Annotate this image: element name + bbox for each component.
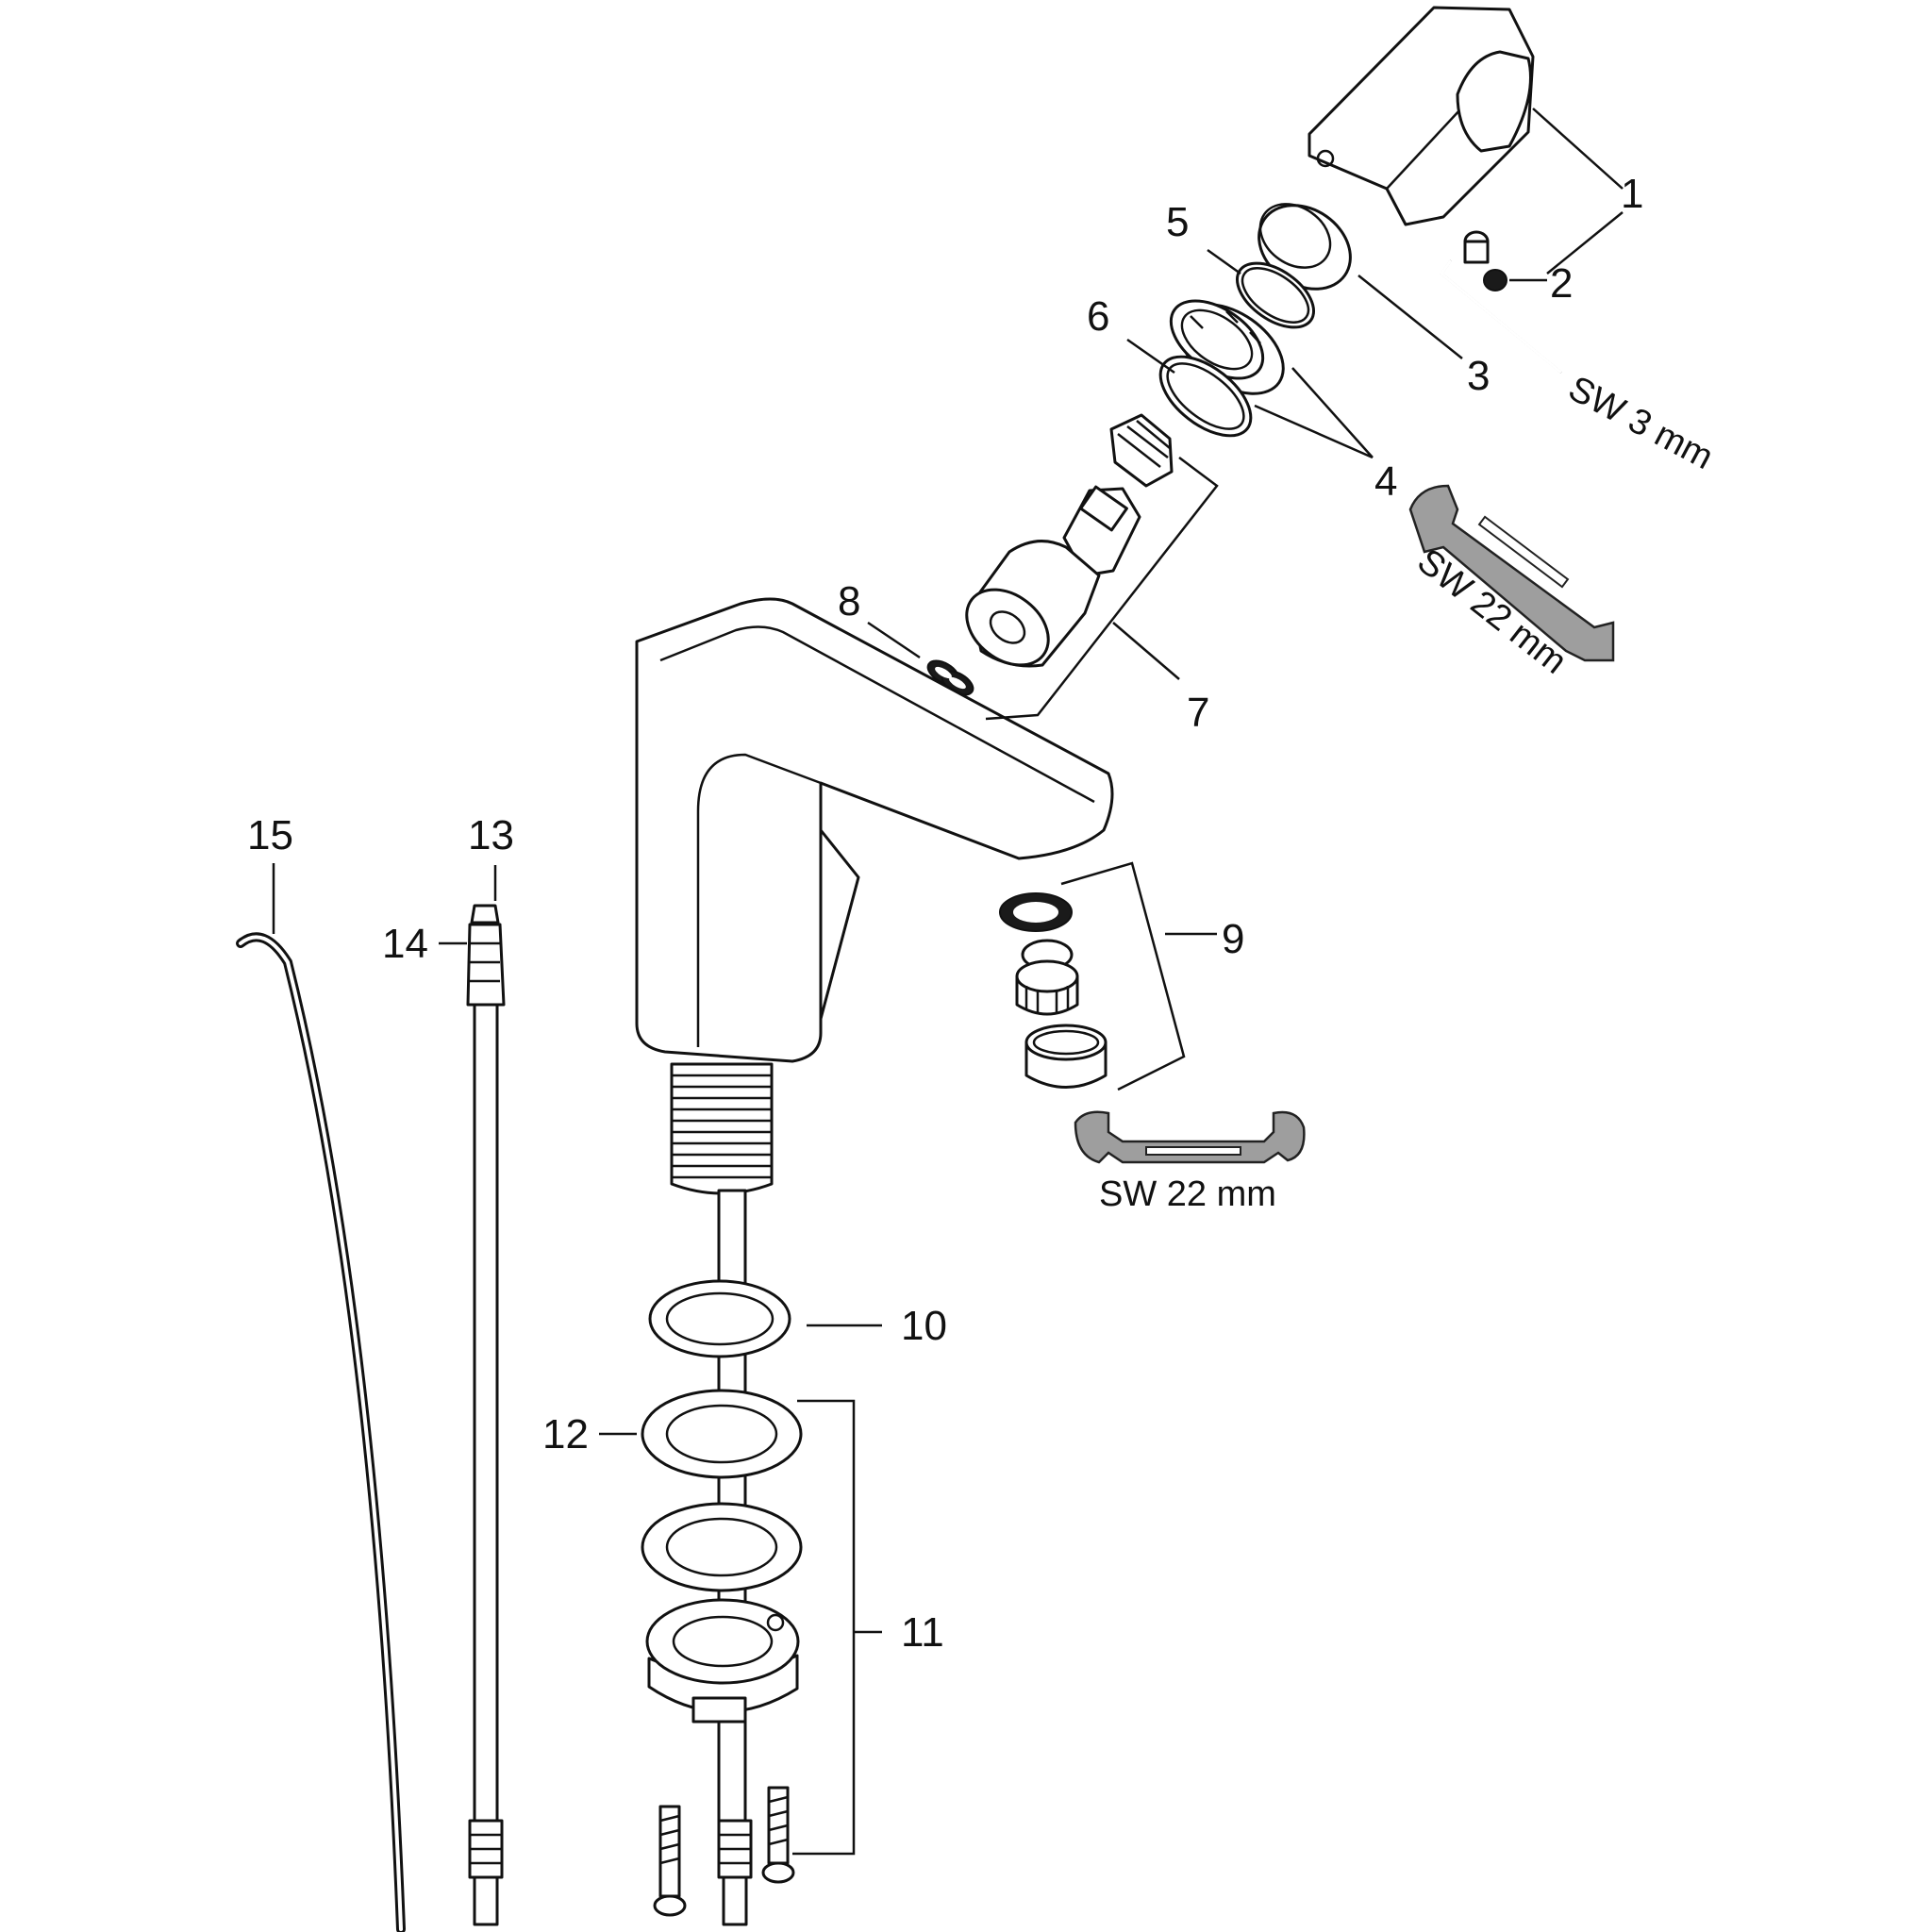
callout-8: 8 — [838, 578, 860, 625]
callout-15: 15 — [247, 812, 293, 858]
part-11-fixing-bracket — [645, 1598, 800, 1724]
callout-4: 4 — [1374, 458, 1397, 505]
callout-13: 13 — [468, 812, 514, 858]
callout-11: 11 — [901, 1609, 944, 1656]
wrench-lower-size-label: SW 22 mm — [1099, 1174, 1276, 1214]
callout-2: 2 — [1550, 260, 1573, 307]
callout-5: 5 — [1166, 199, 1189, 245]
part-10-washer — [648, 1279, 791, 1358]
hex-key-tool — [1439, 259, 1562, 375]
part-1-lever-handle — [1307, 6, 1535, 226]
hex-key-size-label: SW 3 mm — [1562, 369, 1720, 477]
callout-12: 12 — [542, 1411, 589, 1457]
callout-7: 7 — [1187, 690, 1209, 736]
hose-left-13 — [466, 904, 506, 1926]
part-9-aerator — [999, 892, 1108, 1089]
part-6-ring — [1158, 355, 1253, 438]
part-2-grub-screw — [1463, 230, 1507, 291]
callout-14: 14 — [382, 921, 428, 967]
part-3-cover-ring — [1257, 203, 1352, 291]
part-5-o-ring — [1235, 261, 1316, 329]
part-11-screws — [653, 1786, 795, 1917]
leader-lines — [272, 108, 1624, 1856]
wrench-lower-tool — [1074, 1110, 1306, 1164]
part-7-cartridge — [965, 413, 1174, 668]
part-8-seals — [926, 659, 974, 696]
callout-9: 9 — [1222, 916, 1244, 962]
part-12-washer — [641, 1389, 803, 1479]
callout-6: 6 — [1087, 293, 1109, 340]
callout-3: 3 — [1467, 353, 1490, 399]
part-15-rod — [236, 932, 406, 1932]
callout-1: 1 — [1621, 171, 1643, 217]
hose-right — [717, 1819, 753, 1926]
part-11-washer-lower — [641, 1502, 803, 1592]
faucet-body — [635, 597, 1114, 1063]
wrench-upper-tool — [1408, 484, 1615, 662]
threaded-shank — [670, 1062, 774, 1195]
callout-10: 10 — [901, 1303, 947, 1349]
